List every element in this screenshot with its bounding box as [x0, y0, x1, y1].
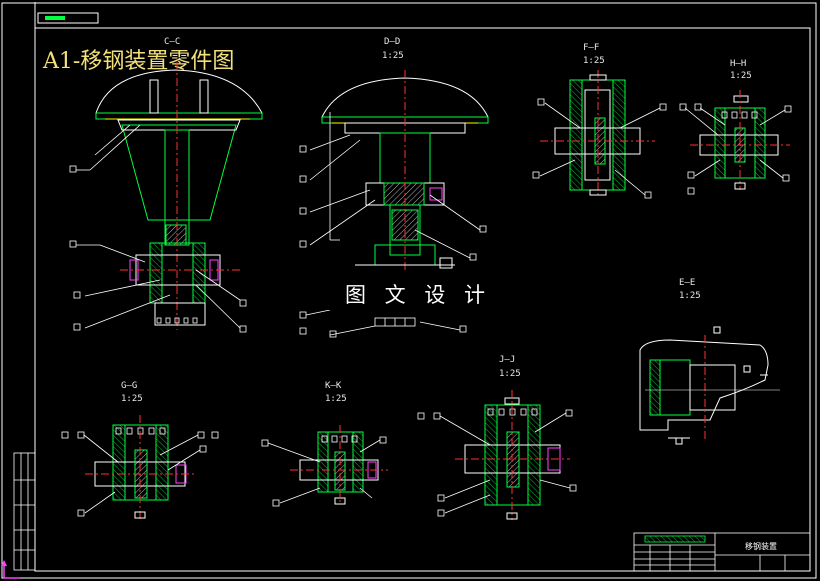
section-view-e: E—E 1:25: [639, 278, 780, 445]
section-label-k: K—K: [325, 381, 342, 391]
section-label-g: G—G: [121, 381, 137, 391]
section-view-c: C—C: [69, 37, 263, 333]
section-view-g: G—G 1:25: [61, 381, 219, 520]
section-scale-k: 1:25: [325, 394, 347, 404]
section-scale-f: 1:25: [583, 56, 605, 66]
side-strip: [13, 452, 36, 571]
title-block: [633, 532, 811, 572]
section-scale-j: 1:25: [499, 369, 521, 379]
section-label-j: J—J: [499, 355, 515, 365]
section-view-f: F—F 1:25: [532, 43, 667, 199]
section-scale-d: 1:25: [382, 51, 404, 61]
section-label-h: H—H: [730, 59, 746, 69]
section-label-e: E—E: [679, 278, 695, 288]
watermark-bg: [300, 276, 500, 310]
section-label-d: D—D: [384, 37, 400, 47]
section-label-f: F—F: [583, 43, 599, 53]
section-scale-e: 1:25: [679, 291, 701, 301]
section-scale-h: 1:25: [730, 71, 752, 81]
section-view-j: J—J 1:25: [417, 355, 577, 520]
section-label-c: C—C: [164, 37, 180, 47]
title-block-name: 移钢装置: [745, 541, 777, 551]
drawing-title: A1-移钢装置零件图: [42, 49, 234, 74]
section-view-k: K—K 1:25: [261, 381, 388, 507]
watermark-text: 图 文 设 计: [345, 283, 491, 307]
section-view-d: D—D 1:25: [299, 37, 489, 338]
ucs-icon: [1, 560, 20, 579]
section-scale-g: 1:25: [121, 394, 143, 404]
section-view-h: H—H 1:25: [679, 59, 792, 195]
